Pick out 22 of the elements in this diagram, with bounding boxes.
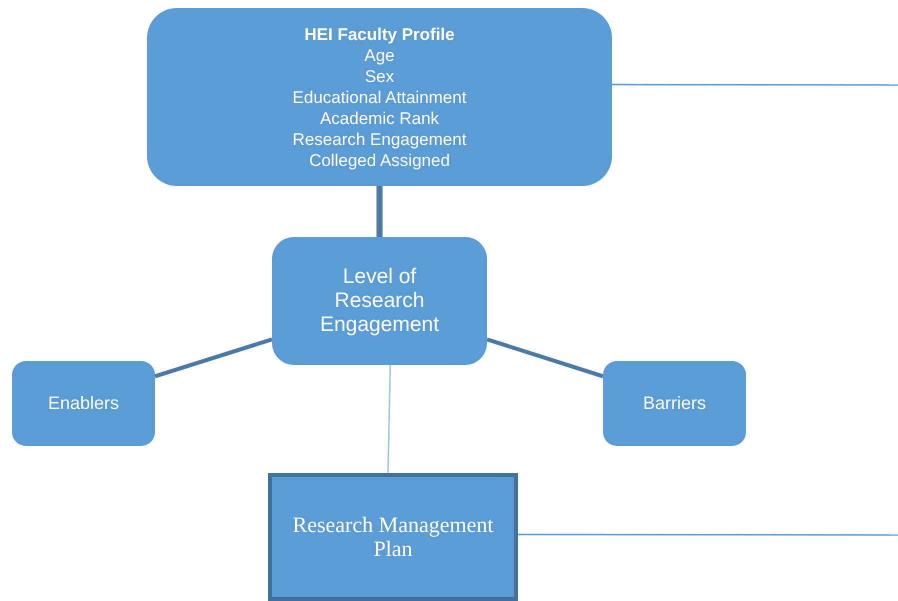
process-box bbox=[268, 473, 518, 601]
box-text: Research Management Plan bbox=[292, 513, 494, 561]
process-box bbox=[12, 361, 155, 446]
box-text: Academic Rank bbox=[320, 108, 440, 128]
connector-line bbox=[486, 338, 604, 378]
box-text: Age bbox=[364, 44, 395, 66]
box-text: Level of Research Engagement bbox=[318, 265, 440, 337]
connector-line bbox=[387, 364, 391, 474]
box-text: Colleged Assigned bbox=[309, 150, 450, 170]
process-box bbox=[272, 237, 487, 365]
box-text: Research Engagement bbox=[292, 128, 466, 150]
connector-line bbox=[612, 84, 898, 86]
process-box bbox=[603, 361, 746, 446]
connector-line bbox=[154, 338, 273, 378]
box-text: Educational Attainment bbox=[292, 86, 466, 108]
box-text: Sex bbox=[364, 66, 394, 86]
connector-line bbox=[376, 186, 382, 237]
process-box bbox=[147, 8, 612, 186]
box-text: Enablers bbox=[48, 392, 120, 415]
box-heading: HEI Faculty Profile bbox=[304, 24, 455, 44]
connector-line bbox=[518, 534, 898, 536]
box-text: Barriers bbox=[642, 392, 706, 415]
